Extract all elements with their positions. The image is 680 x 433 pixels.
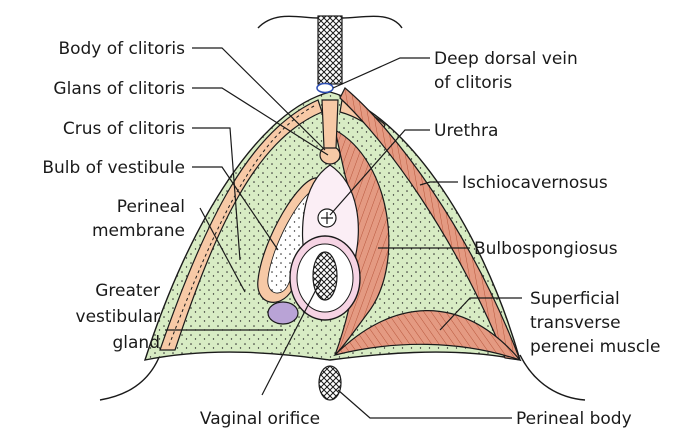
- right-ischial-line: [520, 355, 585, 400]
- label-vaginal-orifice: Vaginal orifice: [200, 409, 320, 429]
- label-bulb-of-vestibule: Bulb of vestibule: [42, 158, 185, 178]
- deep-dorsal-vein: [317, 84, 333, 93]
- label-body-of-clitoris: Body of clitoris: [58, 39, 185, 59]
- label-ischiocavernosus: Ischiocavernosus: [462, 173, 608, 193]
- label-perineal-line2: membrane: [92, 221, 185, 241]
- left-ischial-line: [100, 355, 160, 400]
- label-superficial-transverse-line3: perenei muscle: [530, 337, 660, 357]
- greater-vestibular-gland: [268, 302, 298, 324]
- label-glans-of-clitoris: Glans of clitoris: [53, 79, 185, 99]
- body-of-clitoris: [322, 100, 338, 148]
- label-deep-dorsal-vein-line2: of clitoris: [434, 73, 512, 93]
- label-perineal-body: Perineal body: [516, 409, 632, 429]
- label-superficial-transverse-line1: Superficial: [530, 289, 620, 309]
- leader-deep-dorsal-vein: [333, 58, 430, 88]
- label-deep-dorsal-vein-line1: Deep dorsal vein: [434, 49, 578, 69]
- label-greater-vestibular-line3: gland: [113, 333, 161, 353]
- pubic-symphysis-right-line: [342, 16, 402, 28]
- label-urethra: Urethra: [434, 121, 498, 141]
- leader-perineal-body: [338, 390, 512, 418]
- label-perineal-line1: Perineal: [117, 197, 185, 217]
- pubic-symphysis-left-line: [258, 16, 318, 28]
- label-bulbospongiosus: Bulbospongiosus: [474, 239, 618, 259]
- label-greater-vestibular-line2: vestibular: [76, 307, 160, 327]
- pubic-symphysis: [318, 16, 342, 84]
- label-greater-vestibular-line1: Greater: [95, 281, 160, 301]
- vaginal-orifice: [313, 252, 337, 300]
- label-superficial-transverse-line2: transverse: [530, 313, 621, 333]
- perineal-body: [319, 366, 341, 400]
- label-crus-of-clitoris: Crus of clitoris: [63, 119, 185, 139]
